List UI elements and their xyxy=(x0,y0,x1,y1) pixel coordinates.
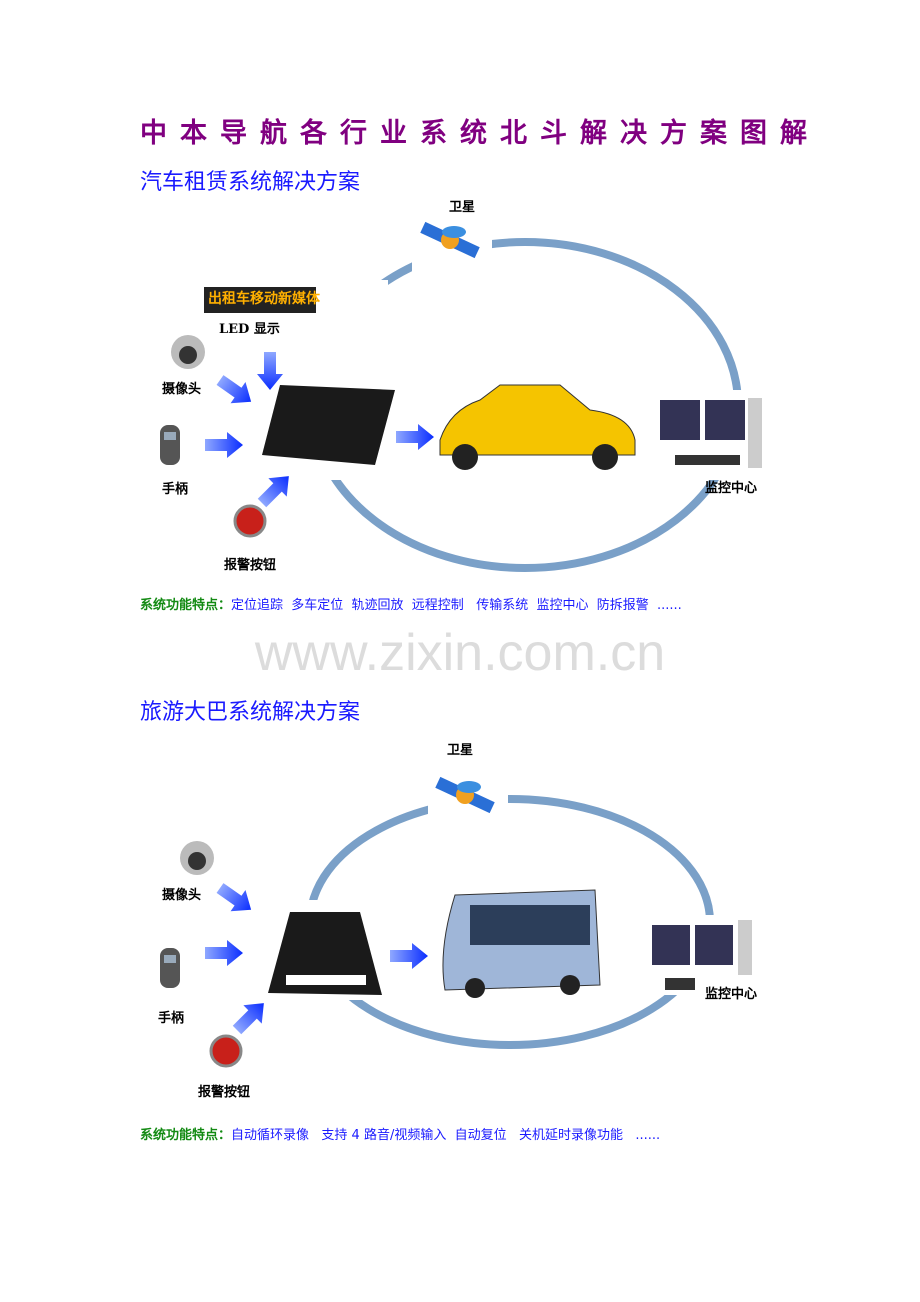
features-text: 自动循环录像 支持 4 路音/视频输入 自动复位 关机延时录像功能 ...... xyxy=(231,1128,661,1143)
camera-icon xyxy=(171,335,205,369)
monitor-label: 监控中心 xyxy=(705,987,758,1002)
section-heading-tour-bus: 旅游大巴系统解决方案 xyxy=(140,700,361,725)
arrow-icon xyxy=(205,940,243,966)
monitoring-computer-icon xyxy=(652,920,752,990)
alarm-label: 报警按钮 xyxy=(198,1085,251,1100)
led-label: LED 显示 xyxy=(219,322,280,337)
handset-icon xyxy=(160,425,180,465)
watermark: www.zixin.com.cn xyxy=(254,624,666,682)
arrow-icon xyxy=(390,943,428,969)
arrow-icon xyxy=(227,993,274,1040)
alarm-button-icon xyxy=(233,504,267,538)
alarm-button-icon xyxy=(209,1034,243,1068)
camera-icon xyxy=(180,841,214,875)
page-title: 中本导航各行业系统北斗解决方案图解 xyxy=(140,118,820,149)
arrow-icon xyxy=(212,369,259,413)
vehicle-terminal-icon xyxy=(262,385,395,465)
camera-label: 摄像头 xyxy=(162,382,202,397)
arrow-icon xyxy=(396,424,434,450)
features-label: 系统功能特点： xyxy=(140,1128,232,1143)
led-text: 出租车移动新媒体 xyxy=(208,291,320,307)
dvr-device-icon xyxy=(268,912,382,995)
camera-label: 摄像头 xyxy=(162,888,202,903)
satellite-label: 卫星 xyxy=(449,200,476,215)
monitoring-computer-icon xyxy=(660,398,762,468)
features-line-2: 系统功能特点：自动循环录像 支持 4 路音/视频输入 自动复位 关机延时录像功能… xyxy=(140,1128,660,1144)
features-line-1: 系统功能特点：定位追踪 多车定位 轨迹回放 远程控制 传输系统 监控中心 防拆报… xyxy=(140,598,682,614)
handset-label: 手柄 xyxy=(158,1011,185,1026)
monitor-label: 监控中心 xyxy=(705,481,758,496)
alarm-label: 报警按钮 xyxy=(224,558,277,573)
handset-icon xyxy=(160,948,180,988)
section-heading-car-rental: 汽车租赁系统解决方案 xyxy=(140,170,361,195)
satellite-label: 卫星 xyxy=(447,743,474,758)
bus-icon xyxy=(442,889,601,998)
taxi-icon xyxy=(439,384,636,470)
arrow-icon xyxy=(212,877,259,921)
led-display-icon xyxy=(204,287,316,313)
features-text: 定位追踪 多车定位 轨迹回放 远程控制 传输系统 监控中心 防拆报警 .....… xyxy=(231,598,682,613)
features-label: 系统功能特点： xyxy=(140,598,232,613)
handset-label: 手柄 xyxy=(162,482,189,497)
arrow-icon xyxy=(205,432,243,458)
